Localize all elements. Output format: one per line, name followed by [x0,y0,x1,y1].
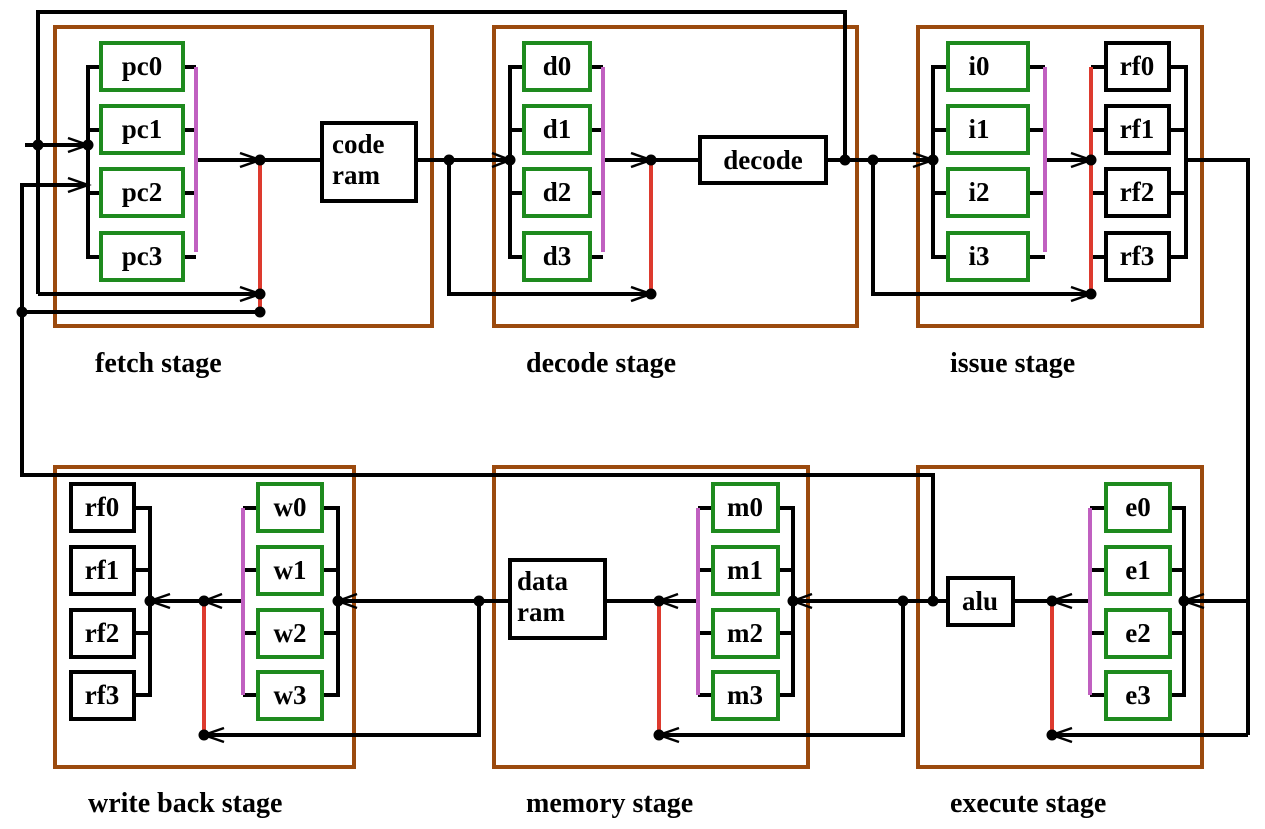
register-label: i1 [968,114,989,144]
register-file-label: rf0 [85,492,119,522]
register-label: m2 [727,618,763,648]
issue-registers: i0 i1 i2 i3 [946,41,1030,282]
register-i2: i2 [946,167,1030,218]
register-d1: d1 [522,104,592,155]
register-pc0: pc0 [99,41,185,92]
register-file-rf0: rf0 [69,482,136,533]
register-pc3: pc3 [99,231,185,282]
register-e3: e3 [1104,670,1172,721]
register-file-rf2: rf2 [1104,167,1171,218]
decode-stage-box [492,25,859,328]
register-file-label: rf1 [85,555,119,585]
code-ram-unit: code ram [320,121,418,203]
execute-registers: e0 e1 e2 e3 [1104,482,1172,721]
code-ram-label-line2: ram [332,160,380,190]
register-label: d1 [543,114,572,144]
register-label: w3 [274,680,307,710]
register-file-label: rf3 [85,680,119,710]
fetch-registers: pc0 pc1 pc2 pc3 [99,41,185,282]
alu-unit: alu [946,576,1015,627]
fetch-stage-label: fetch stage [95,348,222,379]
issue-stage-box [916,25,1204,328]
register-label: pc3 [122,241,163,271]
alu-label: alu [962,586,998,616]
register-file-label: rf2 [1120,177,1154,207]
register-d0: d0 [522,41,592,92]
register-file-rf3: rf3 [69,670,136,721]
execute-stage-label: execute stage [950,788,1106,819]
register-label: d0 [543,51,572,81]
memory-stage-label: memory stage [526,788,693,819]
register-i3: i3 [946,231,1030,282]
register-e0: e0 [1104,482,1172,533]
register-w1: w1 [256,545,324,596]
register-m1: m1 [711,545,780,596]
decode-unit-label: decode [723,145,803,175]
register-file-rf1: rf1 [69,545,136,596]
register-file-label: rf1 [1120,114,1154,144]
register-file-label: rf2 [85,618,119,648]
register-w3: w3 [256,670,324,721]
memory-stage-box [492,465,810,769]
register-file-rf3: rf3 [1104,231,1171,282]
decode-unit: decode [698,135,828,185]
issue-stage-label: issue stage [950,348,1075,379]
register-pc1: pc1 [99,104,185,155]
data-ram-unit: data ram [508,558,607,640]
register-label: i3 [968,241,989,271]
fetch-stage-box [53,25,434,328]
register-label: pc1 [122,114,163,144]
register-label: e2 [1125,618,1150,648]
register-w2: w2 [256,608,324,659]
decode-stage-label: decode stage [526,348,676,379]
register-label: m1 [727,555,763,585]
register-label: d3 [543,241,572,271]
register-file-label: rf0 [1120,51,1154,81]
register-d3: d3 [522,231,592,282]
register-file-rf2: rf2 [69,608,136,659]
register-d2: d2 [522,167,592,218]
register-file-rf1: rf1 [1104,104,1171,155]
register-w0: w0 [256,482,324,533]
register-file-rf0: rf0 [1104,41,1171,92]
register-label: e3 [1125,680,1150,710]
decode-registers: d0 d1 d2 d3 [522,41,592,282]
code-ram-label-line1: code [332,129,385,159]
data-ram-label-line1: data [517,566,569,596]
register-m0: m0 [711,482,780,533]
register-label: e1 [1125,555,1150,585]
register-file-label: rf3 [1120,241,1154,271]
register-label: i2 [968,177,989,207]
register-i0: i0 [946,41,1030,92]
data-ram-label-line2: ram [517,597,565,627]
writeback-stage-box [53,465,356,769]
register-label: m3 [727,680,763,710]
writeback-register-file: rf0 rf1 rf2 rf3 [69,482,136,721]
memory-registers: m0 m1 m2 m3 [711,482,780,721]
register-e2: e2 [1104,608,1172,659]
execute-stage-box [916,465,1204,769]
writeback-registers: w0 w1 w2 w3 [256,482,324,721]
register-label: d2 [543,177,572,207]
register-label: i0 [968,51,989,81]
register-label: e0 [1125,492,1150,522]
issue-register-file: rf0 rf1 rf2 rf3 [1104,41,1171,282]
register-label: pc2 [122,177,163,207]
register-label: w1 [274,555,307,585]
register-e1: e1 [1104,545,1172,596]
register-i1: i1 [946,104,1030,155]
register-label: w0 [274,492,307,522]
register-label: m0 [727,492,763,522]
register-m3: m3 [711,670,780,721]
writeback-stage-label: write back stage [88,788,282,819]
register-pc2: pc2 [99,167,185,218]
register-label: pc0 [122,51,163,81]
register-label: w2 [274,618,307,648]
register-m2: m2 [711,608,780,659]
